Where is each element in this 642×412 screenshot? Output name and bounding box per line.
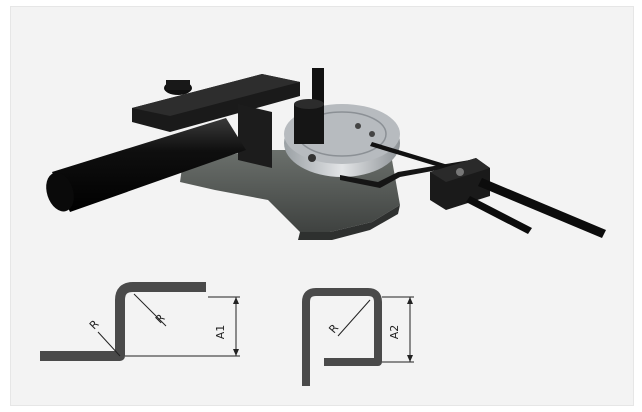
radius-leader bbox=[337, 299, 371, 337]
handle-tube bbox=[52, 118, 246, 212]
bending-machine-illustration bbox=[46, 68, 606, 240]
die-top bbox=[294, 99, 324, 109]
guide-bracket bbox=[238, 104, 272, 168]
stop-screw-icon bbox=[456, 168, 464, 176]
radius-leader bbox=[97, 331, 121, 357]
arrow-head bbox=[407, 355, 413, 362]
arrow-head bbox=[233, 297, 239, 304]
bent-profile-shape bbox=[40, 282, 206, 361]
table-bolt-icon bbox=[308, 154, 316, 162]
rod-extension bbox=[370, 142, 458, 172]
workpiece-rod bbox=[340, 160, 470, 188]
radius-label-outer: R bbox=[153, 311, 168, 326]
bending-die bbox=[294, 104, 324, 144]
table-bolt-icon bbox=[369, 131, 375, 137]
u-profile-shape bbox=[302, 288, 382, 386]
bend-diagram-left: A1 R R bbox=[40, 282, 240, 361]
arrow-head bbox=[407, 297, 413, 304]
handle-end-cap bbox=[46, 172, 74, 212]
radius-leader bbox=[133, 293, 167, 327]
stop-rail-short bbox=[466, 196, 532, 234]
stop-rail-long bbox=[478, 178, 606, 238]
table-bolt-icon bbox=[355, 123, 361, 129]
clamp-bar-top bbox=[132, 74, 300, 116]
radius-label-inner: R bbox=[87, 317, 102, 332]
radius-label: R bbox=[326, 321, 341, 335]
arrow-head bbox=[233, 349, 239, 356]
clamp-knob-body bbox=[166, 80, 190, 90]
dimension-label-a1: A1 bbox=[214, 325, 227, 340]
bend-diagram-right: A2 R bbox=[302, 288, 414, 386]
machine-base-side bbox=[298, 205, 400, 240]
dimension-label-a2: A2 bbox=[388, 325, 401, 340]
